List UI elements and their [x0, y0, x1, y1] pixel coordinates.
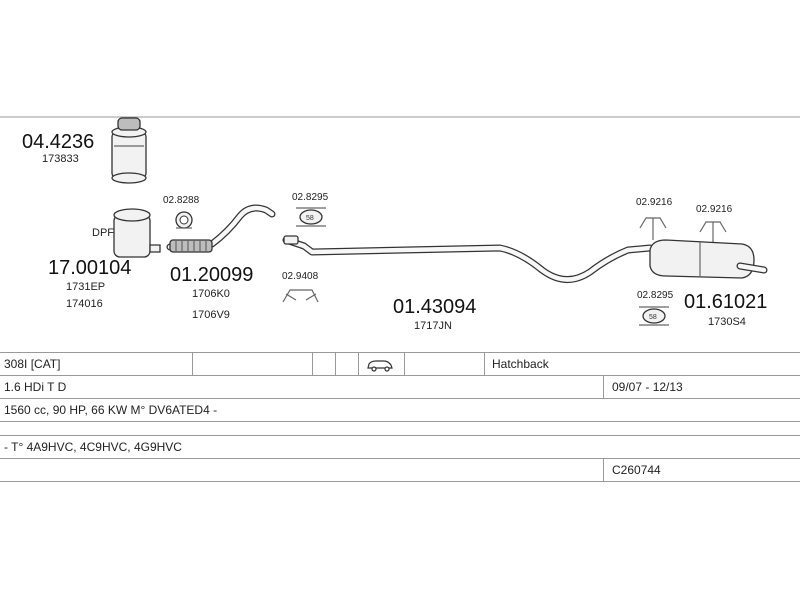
- part5-ref: 1717JN: [414, 320, 452, 332]
- spec-text: 1560 cc, 90 HP, 66 KW M° DV6ATED4 -: [4, 403, 218, 417]
- part1-ref: 173833: [42, 153, 79, 165]
- hanger-top-code: 02.8295: [292, 192, 329, 203]
- info-row-code: C260744: [0, 459, 800, 482]
- rubber-hanger-icon: [639, 217, 667, 240]
- part6-code: 01.61021: [684, 291, 767, 313]
- bracket-code: 02.9408: [282, 271, 319, 282]
- hanger-rear-left-code: 02.9216: [636, 197, 673, 208]
- diagram-code-text: C260744: [612, 463, 661, 477]
- clamp-code: 02.8288: [163, 195, 200, 206]
- hanger-rear-right-code: 02.9216: [696, 204, 733, 215]
- model-text: 308I [CAT]: [4, 357, 61, 371]
- rubber-hanger-icon: [699, 221, 727, 244]
- rear-silencer-part: [649, 239, 768, 279]
- types-text: - T° 4A9HVC, 4C9HVC, 4G9HVC: [4, 440, 182, 454]
- part2-ref1: 1731EP: [66, 281, 105, 293]
- engine-text: 1.6 HDi T D: [4, 380, 67, 394]
- hanger-rear-bottom-code: 02.8295: [637, 290, 674, 301]
- part2-ref2: 174016: [66, 298, 103, 310]
- info-row-model: 308I [CAT] Hatchback: [0, 352, 800, 376]
- car-icon: [367, 360, 393, 372]
- info-row-types: - T° 4A9HVC, 4C9HVC, 4G9HVC: [0, 436, 800, 459]
- svg-text:58: 58: [649, 314, 657, 321]
- clamp-icon: [175, 211, 193, 229]
- dpf-label: DPF: [92, 227, 114, 239]
- part3-ref1: 1706K0: [192, 288, 230, 300]
- rubber-hanger-icon: 58: [639, 306, 669, 326]
- part2-code: 17.00104: [48, 257, 131, 279]
- info-row-engine: 1.6 HDi T D 09/07 - 12/13: [0, 376, 800, 399]
- info-row-spacer: [0, 422, 800, 436]
- part5-code: 01.43094: [393, 296, 476, 318]
- catalytic-converter-part: [111, 117, 147, 184]
- front-pipe-part: [166, 204, 276, 253]
- body-type-text: Hatchback: [492, 357, 549, 371]
- vehicle-info-table: 308I [CAT] Hatchback 1.6 HDi T D 09/07 -…: [0, 352, 800, 482]
- years-text: 09/07 - 12/13: [612, 380, 683, 394]
- part3-code: 01.20099: [170, 264, 253, 286]
- info-row-spec: 1560 cc, 90 HP, 66 KW M° DV6ATED4 -: [0, 399, 800, 422]
- part1-code: 04.4236: [22, 131, 94, 153]
- part3-ref2: 1706V9: [192, 309, 230, 321]
- middle-pipe-part: [282, 235, 654, 283]
- dpf-part: [113, 208, 161, 258]
- svg-text:58: 58: [306, 215, 314, 222]
- rubber-hanger-icon: 58: [296, 207, 326, 227]
- part6-ref: 1730S4: [708, 316, 746, 328]
- bracket-icon: [282, 289, 319, 303]
